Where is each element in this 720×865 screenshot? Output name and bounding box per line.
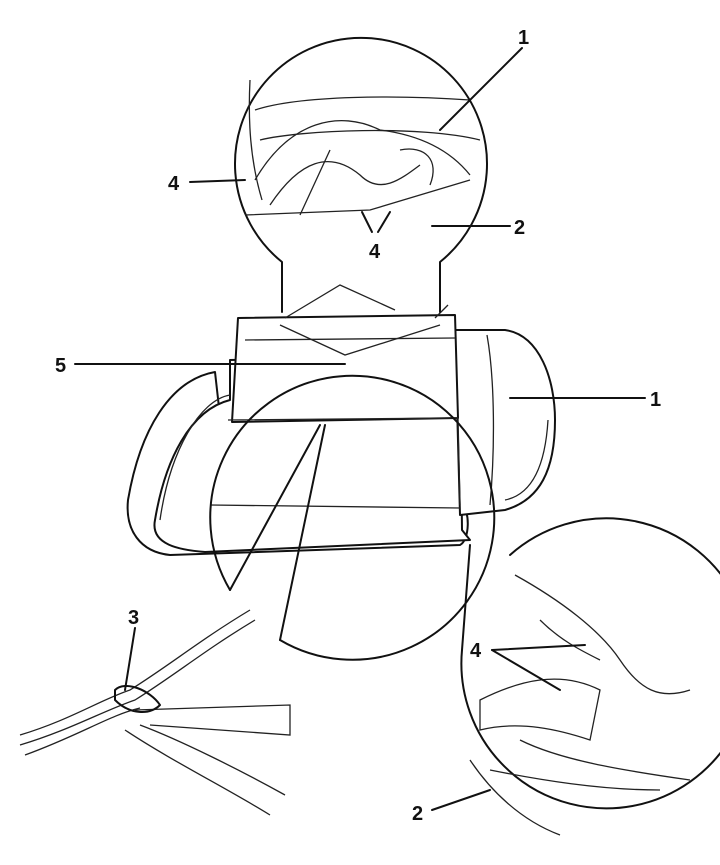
- leader-lines: [74, 47, 646, 811]
- top-detail-circle: [234, 36, 488, 313]
- label-br-2: 2: [412, 803, 423, 825]
- label-top-2: 2: [514, 217, 525, 239]
- label-bl-3: 3: [128, 607, 139, 629]
- label-main-1: 1: [650, 389, 661, 411]
- label-top-4-left: 4: [168, 173, 180, 195]
- label-top-4-bottom: 4: [369, 241, 381, 263]
- label-top-1: 1: [518, 27, 529, 49]
- label-main-5: 5: [55, 355, 66, 377]
- label-br-4: 4: [470, 640, 482, 662]
- bottom-right-detail-circle: [460, 517, 720, 836]
- seat-cushion: [126, 284, 556, 556]
- bottom-left-detail-circle: [19, 374, 496, 816]
